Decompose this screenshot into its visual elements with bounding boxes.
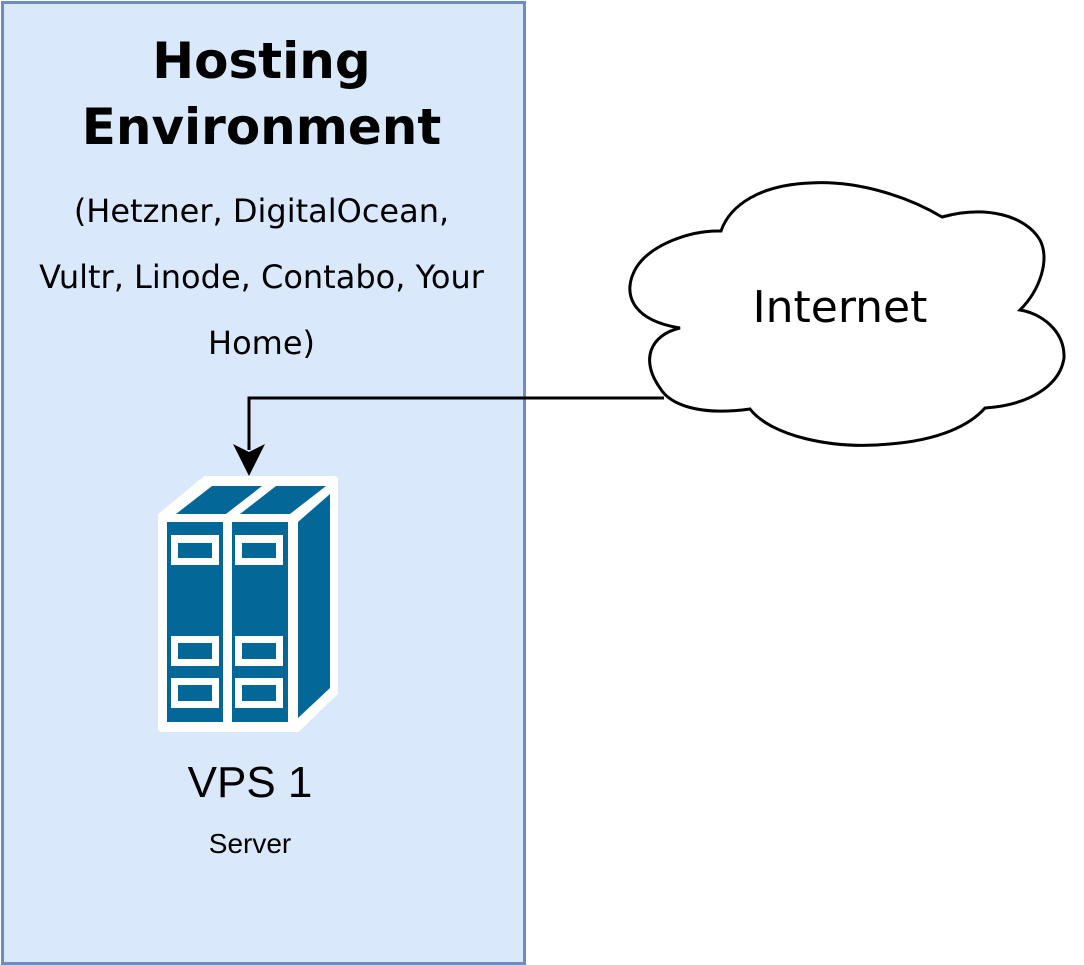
internet-label: Internet: [752, 282, 928, 333]
providers-line-3: Home): [208, 324, 315, 362]
server-name: VPS 1: [187, 758, 313, 807]
arrow-down-icon: [233, 444, 265, 476]
hosting-environment-title: Hosting Environment: [0, 28, 523, 160]
server-rack-icon[interactable]: [158, 476, 338, 732]
title-line-2: Environment: [81, 98, 442, 156]
cloud-icon[interactable]: [628, 181, 1066, 447]
providers-line-1: (Hetzner, DigitalOcean,: [73, 192, 450, 230]
connection-arrow: [233, 396, 664, 476]
providers-line-2: Vultr, Linode, Contabo, Your: [39, 258, 484, 296]
hosting-environment-providers: (Hetzner, DigitalOcean, Vultr, Linode, C…: [0, 178, 523, 376]
title-line-1: Hosting: [152, 32, 371, 90]
server-type: Server: [208, 828, 292, 859]
